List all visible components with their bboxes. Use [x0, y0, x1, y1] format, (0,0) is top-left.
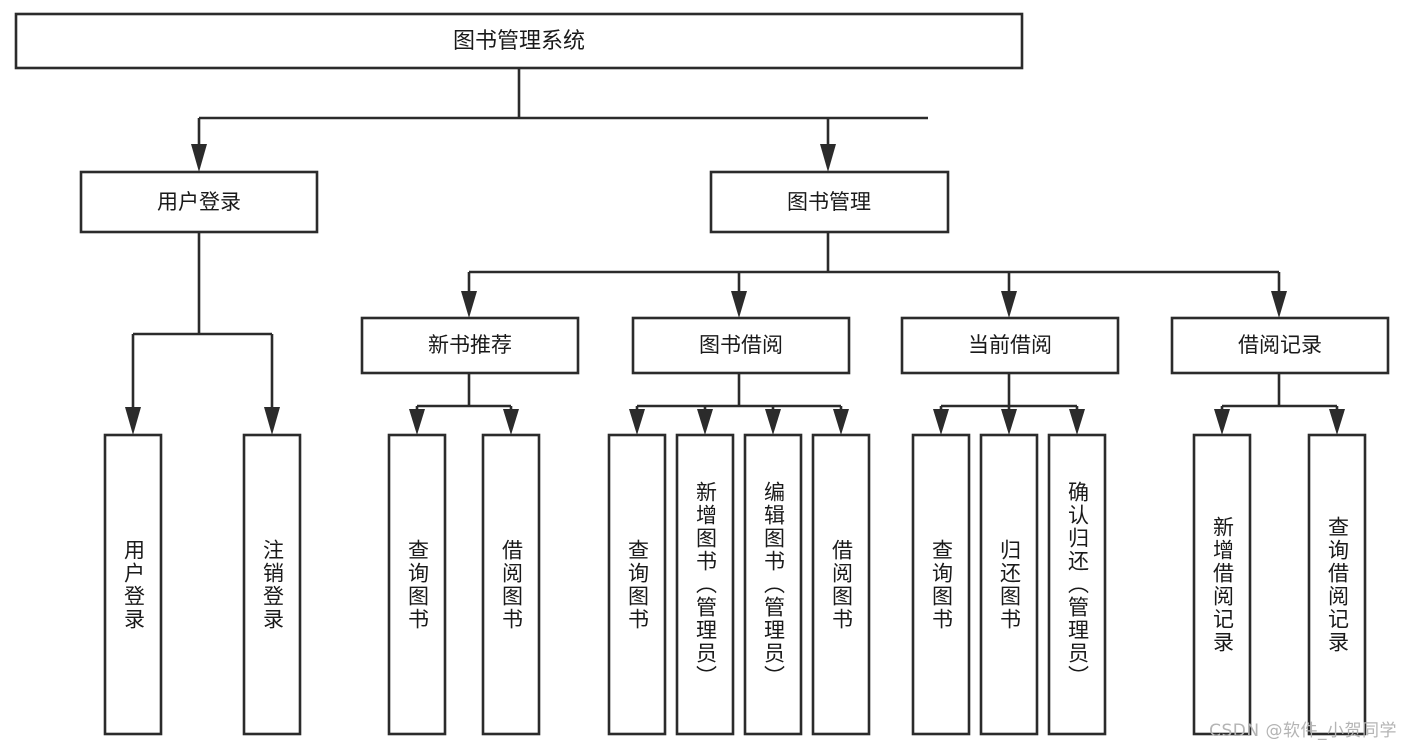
- node-user-login[interactable]: [79, 170, 319, 234]
- arrowhead-leaf-user-login: [125, 407, 141, 435]
- arrowhead-book-management: [820, 144, 836, 172]
- node-leaf-user-login[interactable]: [103, 433, 163, 736]
- node-book-borrow-label: 图书借阅: [699, 333, 783, 357]
- node-book-borrow[interactable]: [631, 316, 851, 375]
- node-leaf-edit-book[interactable]: [743, 433, 803, 736]
- node-layer: 图书管理系统 用户登录 图书管理 新书推荐 图书借阅 当前借阅 借阅记录: [14, 12, 1390, 736]
- arrowhead-leaf-borrow-book-2: [833, 409, 849, 435]
- node-root-label: 图书管理系统: [453, 29, 585, 54]
- arrowhead-leaf-query-record: [1329, 409, 1345, 435]
- node-leaf-confirm-return[interactable]: [1047, 433, 1107, 736]
- arrowhead-leaf-edit-book: [765, 409, 781, 435]
- node-leaf-borrow-book-1[interactable]: [481, 433, 541, 736]
- arrowhead-leaf-add-book: [697, 409, 713, 435]
- node-borrow-record-label: 借阅记录: [1238, 333, 1322, 357]
- arrowhead-leaf-add-record: [1214, 409, 1230, 435]
- node-user-login-label: 用户登录: [157, 190, 241, 214]
- node-leaf-return-book[interactable]: [979, 433, 1039, 736]
- node-book-management-label: 图书管理: [787, 190, 871, 214]
- node-leaf-query-record[interactable]: [1307, 433, 1367, 736]
- node-new-book-recommend-label: 新书推荐: [428, 333, 512, 357]
- node-current-borrow[interactable]: [900, 316, 1120, 375]
- arrowhead-leaf-return-book: [1001, 409, 1017, 435]
- arrowhead-leaf-query-book-1: [409, 409, 425, 435]
- arrowhead-book-borrow: [731, 291, 747, 318]
- watermark-text: CSDN @软件_小贺同学: [1209, 721, 1397, 741]
- node-leaf-add-record[interactable]: [1192, 433, 1252, 736]
- node-leaf-query-book-2[interactable]: [607, 433, 667, 736]
- arrowhead-current-borrow: [1001, 291, 1017, 318]
- node-root[interactable]: [14, 12, 1024, 70]
- connector-layer: [125, 68, 1345, 435]
- arrowhead-leaf-confirm-return: [1069, 409, 1085, 435]
- node-borrow-record[interactable]: [1170, 316, 1390, 375]
- node-leaf-query-book-1[interactable]: [387, 433, 447, 736]
- node-leaf-add-book[interactable]: [675, 433, 735, 736]
- node-book-management[interactable]: [709, 170, 950, 234]
- arrowhead-new-book-recommend: [461, 291, 477, 318]
- node-leaf-logout-login[interactable]: [242, 433, 302, 736]
- arrowhead-leaf-query-book-3: [933, 409, 949, 435]
- node-new-book-recommend[interactable]: [360, 316, 580, 375]
- node-current-borrow-label: 当前借阅: [968, 333, 1052, 357]
- node-leaf-query-book-3[interactable]: [911, 433, 971, 736]
- arrowhead-leaf-logout-login: [264, 407, 280, 435]
- arrowhead-leaf-borrow-book-1: [503, 409, 519, 435]
- node-leaf-borrow-book-2[interactable]: [811, 433, 871, 736]
- arrowhead-user-login: [191, 144, 207, 172]
- arrowhead-leaf-query-book-2: [629, 409, 645, 435]
- arrowhead-borrow-record: [1271, 291, 1287, 318]
